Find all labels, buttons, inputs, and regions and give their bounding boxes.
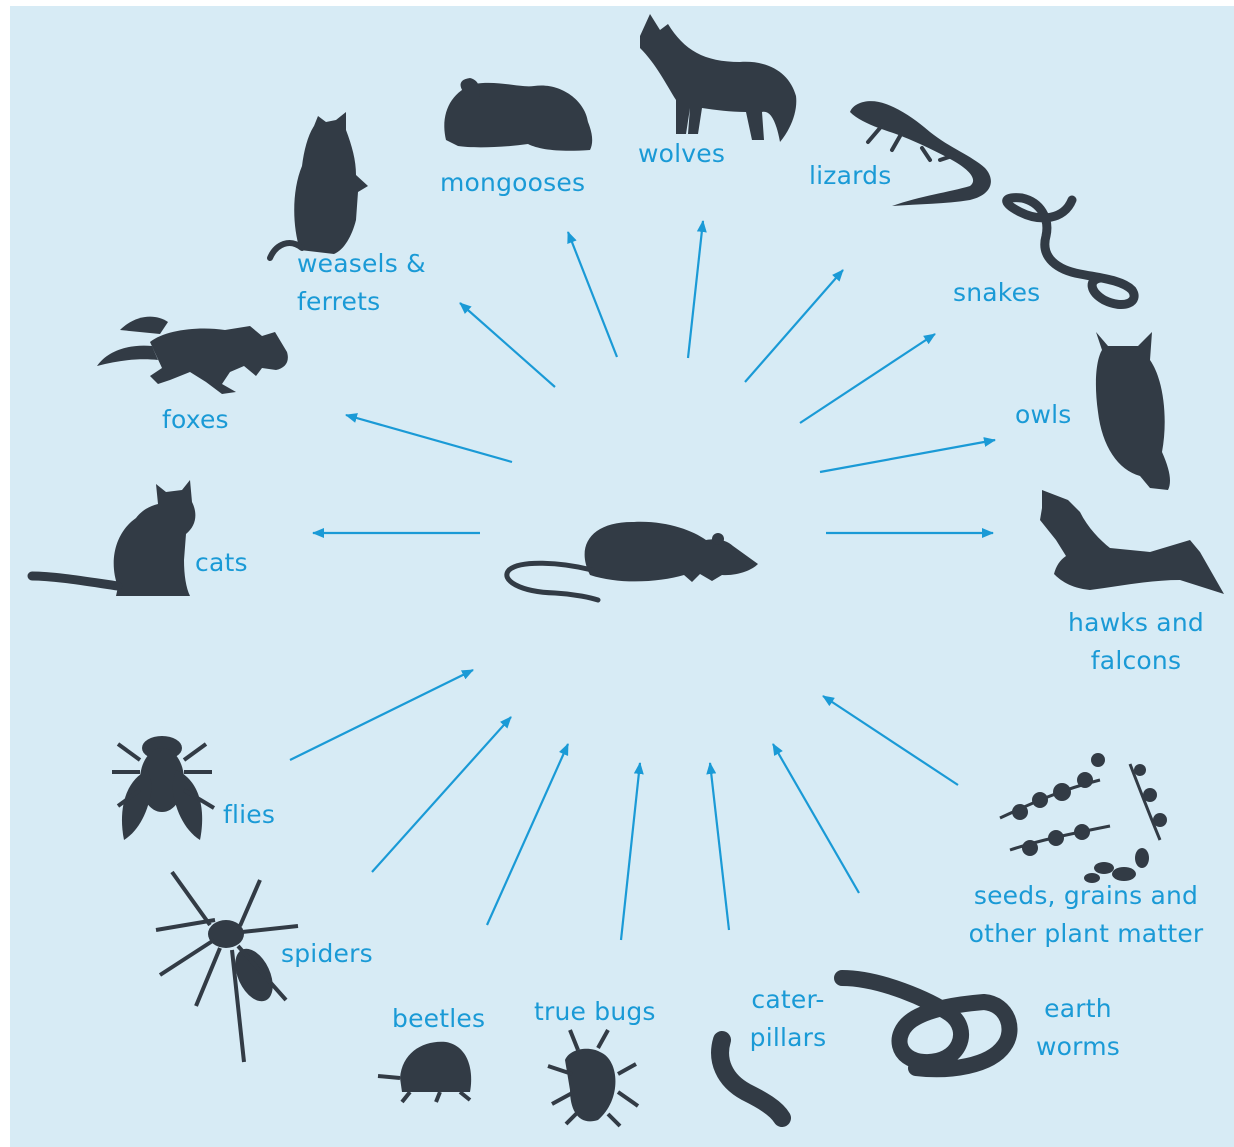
label-weasels-ferrets: weasels & ferrets [297,245,426,321]
fox-icon [97,317,288,394]
label-wolves: wolves [638,135,725,173]
arrow-from-flies [290,670,473,760]
mongoose-icon [444,78,592,151]
bug-icon [548,1030,638,1126]
label-hawks-falcons: hawks and falcons [1052,604,1220,680]
label-mongooses: mongooses [440,164,585,202]
owl-icon [1096,332,1170,490]
arrow-from-truebugs [621,763,640,940]
label-seeds-grains-plants: seeds, grains and other plant matter [950,877,1222,953]
arrow-to-snakes [800,334,935,423]
rat-icon [507,522,758,600]
arrow-to-mongooses [568,232,617,357]
weasel-icon [270,112,368,258]
label-earthworms: earth worms [1018,990,1138,1066]
arrow-to-lizards [745,270,843,382]
arrow-to-weasels [460,303,555,387]
label-cats: cats [195,544,248,582]
arrow-from-spiders [372,717,511,872]
label-spiders: spiders [281,935,373,973]
beetle-icon [378,1042,471,1102]
label-foxes: foxes [162,401,229,439]
label-snakes: snakes [953,274,1040,312]
arrow-from-caterpillars [710,763,729,930]
fly-icon [112,736,214,840]
cat-icon [32,480,195,596]
arrow-to-wolves [688,221,703,358]
arrow-from-seeds [823,696,958,785]
plant-icon [1000,753,1167,883]
arrow-from-earthworms [773,744,859,893]
label-flies: flies [223,796,275,834]
label-beetles: beetles [392,1000,485,1038]
label-true-bugs: true bugs [534,993,656,1031]
arrow-to-owls [820,440,995,472]
label-lizards: lizards [809,157,891,195]
arrow-to-foxes [346,415,512,462]
prey-arrows [290,670,958,940]
spider-icon [156,872,298,1062]
hawk-icon [1040,490,1224,594]
label-caterpillars: cater- pillars [735,981,841,1057]
label-owls: owls [1015,396,1072,434]
arrow-from-beetles [487,744,568,925]
wolf-icon [640,14,796,142]
earthworm-icon [842,978,1010,1069]
